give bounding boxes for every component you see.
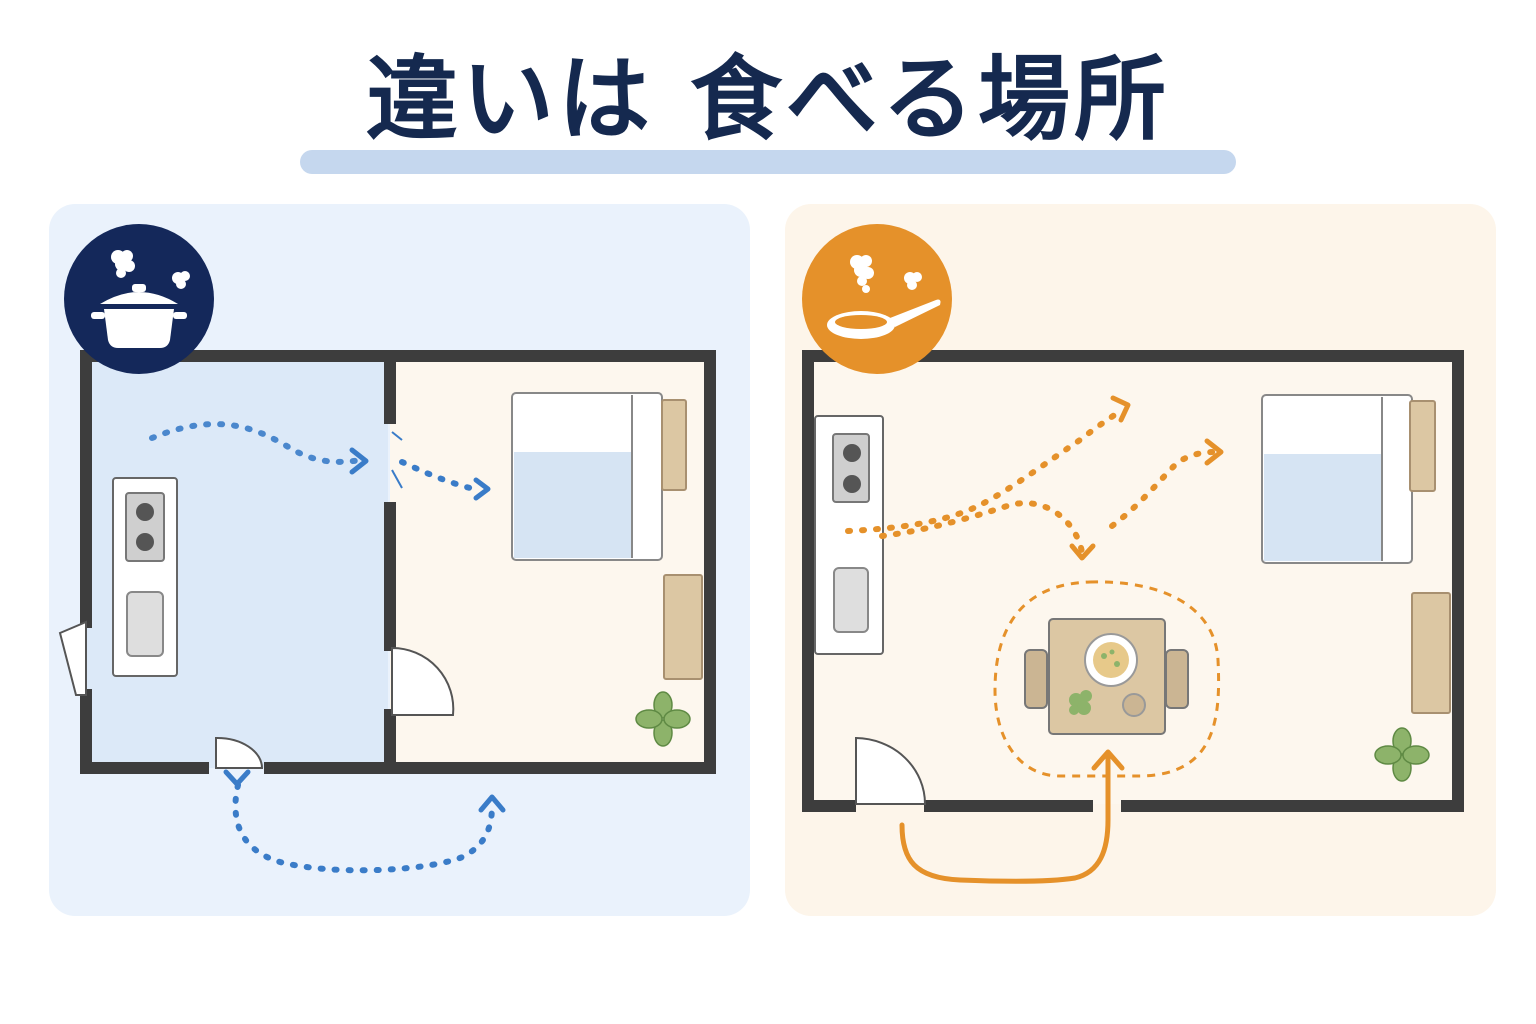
cup-icon <box>1122 693 1146 717</box>
burner-icon <box>843 475 861 493</box>
arrow-right-icon <box>1204 438 1224 466</box>
left-window <box>58 620 87 696</box>
entrance-door <box>215 736 264 769</box>
dining-area-outline <box>993 580 1221 778</box>
left-badge <box>64 224 214 374</box>
right-floor-plan <box>802 224 1464 884</box>
desk <box>663 574 703 680</box>
arrow-down-icon <box>1069 543 1096 561</box>
desk <box>1411 592 1451 714</box>
burner-icon <box>136 503 154 521</box>
partition-door-marks <box>391 431 403 489</box>
right-movement-paths <box>845 407 1217 555</box>
sink <box>126 591 164 657</box>
left-floor-plan <box>58 224 716 874</box>
bed <box>1261 394 1436 564</box>
page-title: 違いは 食べる場所 <box>365 46 1171 153</box>
entrance-door <box>855 736 927 805</box>
burner-icon <box>843 444 861 462</box>
right-badge <box>802 224 952 374</box>
left-arrowheads <box>223 447 506 813</box>
plant-icon <box>635 691 691 747</box>
left-movement-paths <box>149 421 495 874</box>
bedroom-door <box>391 646 455 716</box>
right-arrowheads <box>1069 395 1224 561</box>
nightstand <box>1409 400 1436 492</box>
kitchen-counter <box>814 415 884 655</box>
bed <box>511 392 687 561</box>
arrow-up-right-icon <box>1110 395 1131 423</box>
title-area: 違いは 食べる場所 <box>300 40 1236 180</box>
entrance-to-table-path <box>899 755 1111 884</box>
chair <box>1024 649 1048 709</box>
steaming-frying-pan-icon <box>827 255 941 339</box>
dining-table <box>1024 618 1189 735</box>
kitchen-counter <box>112 477 178 677</box>
nightstand <box>661 399 687 491</box>
chair <box>1165 649 1189 709</box>
sink <box>833 567 869 633</box>
left-walls <box>80 350 716 774</box>
salad-icon <box>1069 690 1092 715</box>
arrow-down-icon <box>223 769 251 787</box>
title-underline <box>300 150 1236 174</box>
burner-icon <box>136 533 154 551</box>
steaming-pot-icon <box>91 250 190 348</box>
plant-icon <box>1374 727 1430 782</box>
arrow-right-icon <box>349 447 369 475</box>
arrow-right-icon <box>473 477 491 501</box>
arrow-up-icon <box>1091 749 1125 771</box>
arrow-up-icon <box>478 794 506 813</box>
